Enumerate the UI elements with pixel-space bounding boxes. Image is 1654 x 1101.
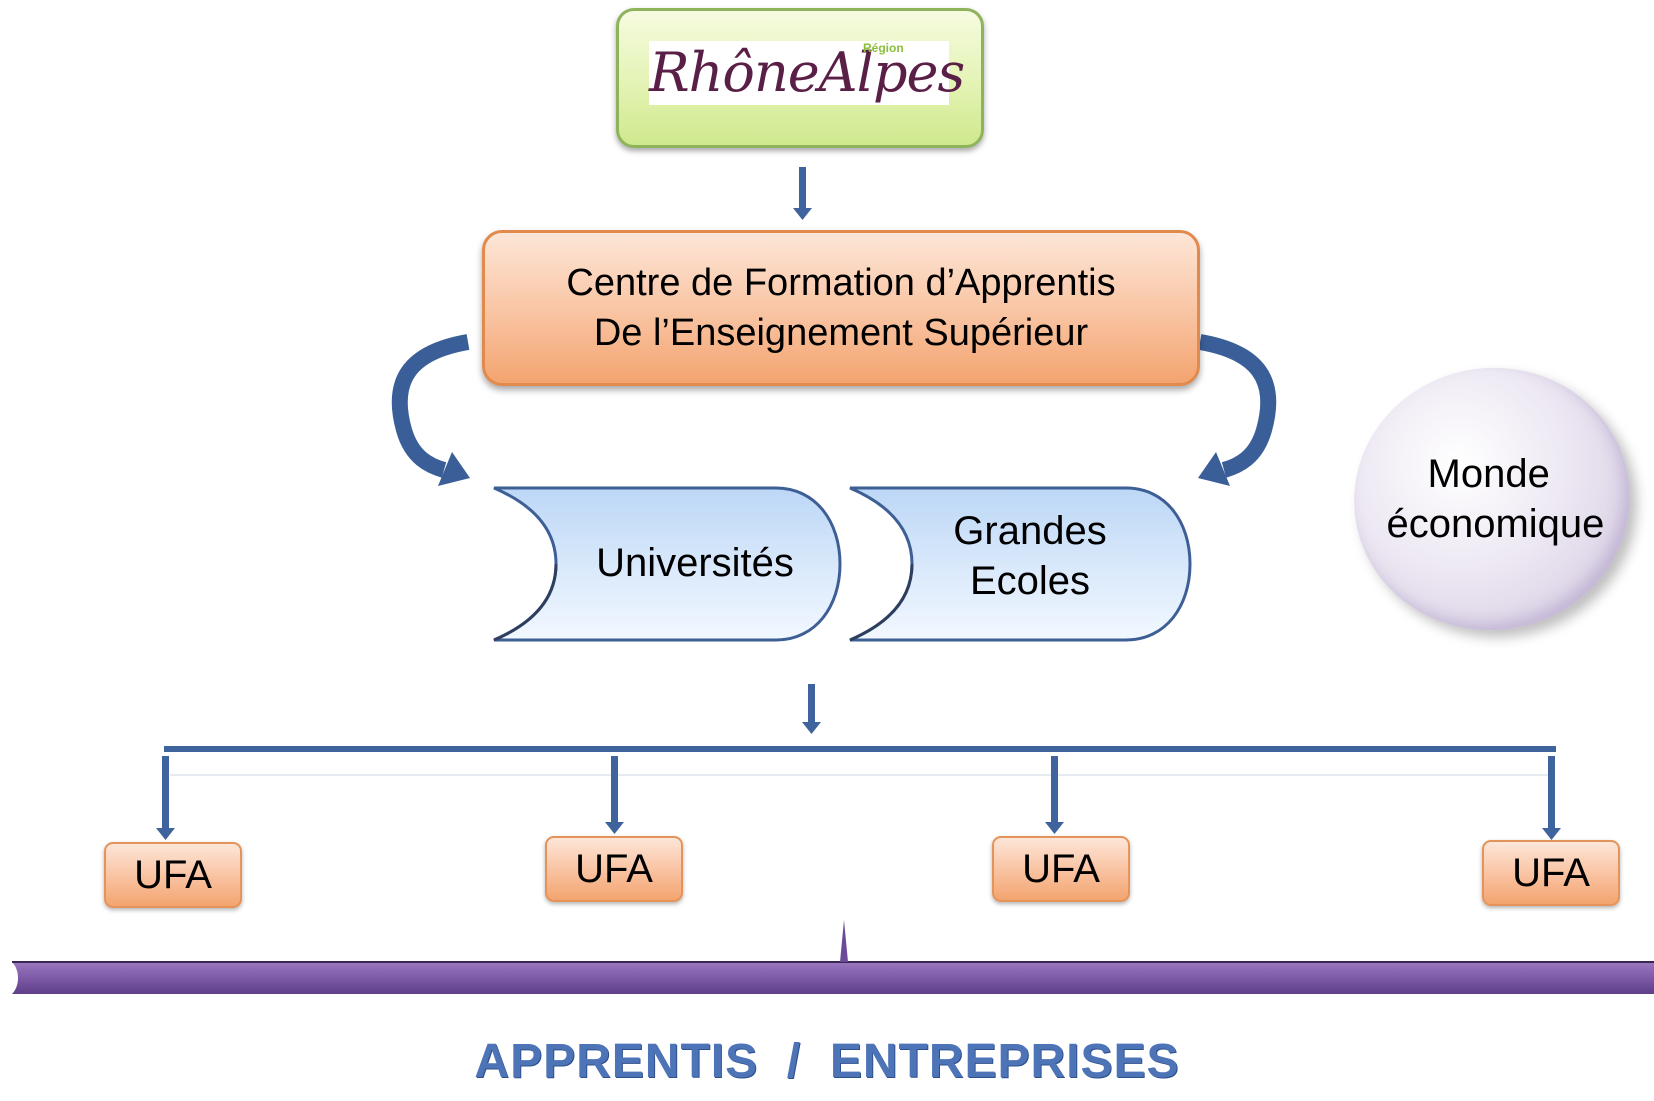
ufa-arrow-1 [156,756,175,840]
curved-arrow-left [391,334,470,486]
ufa-distribution-line [164,746,1556,752]
arrow-to-ufa-bar [802,684,821,734]
rhone-alpes-logo-box: RhôneAlpes Région [616,8,984,148]
arrow-logo-to-cfa [793,167,812,220]
grandes-ecoles-line2: Ecoles [969,559,1091,603]
cfa-box: Centre de Formation d’Apprentis De l’Ens… [482,230,1200,386]
ufa-arrow-3 [1045,756,1064,834]
grandes-ecoles-line1: Grandes [953,509,1107,553]
logo-region-text: Région [863,41,904,55]
ufa-box-1: UFA [104,842,242,908]
curved-arrow-right [1198,334,1277,486]
universites-label: Universités [596,541,794,585]
monde-line2: économique [1386,501,1605,546]
logo-main-text: RhôneAlpes [649,41,965,104]
universites-shape [493,486,842,642]
ufa-arrow-4 [1542,756,1561,840]
cfa-title-line1: Centre de Formation d’Apprentis [566,262,1116,304]
ufa-arrow-2 [605,756,624,834]
ufa-box-2: UFA [545,836,683,902]
grandes-ecoles-label: Grandes Ecoles [920,506,1140,606]
cfa-title-line2: De l’Enseignement Supérieur [593,312,1089,354]
ufa-box-4: UFA [1482,840,1620,906]
apprentis-entreprises-title: APPRENTIS / ENTREPRISES [474,1035,1180,1088]
ufa-box-3: UFA [992,836,1130,902]
rhone-alpes-logo: RhôneAlpes Région [649,41,965,105]
apprentis-entreprises-bar [12,920,1654,994]
monde-line1: Monde [1427,452,1550,497]
grandes-ecoles-shape [849,486,1192,642]
